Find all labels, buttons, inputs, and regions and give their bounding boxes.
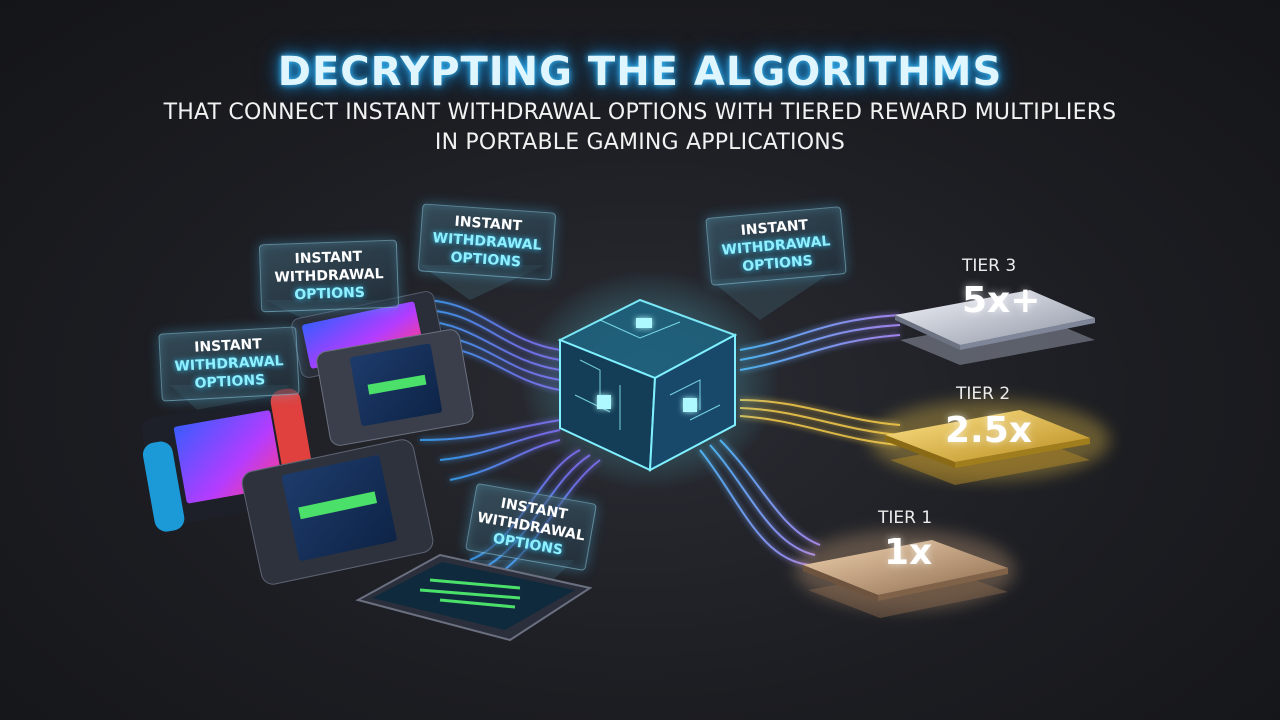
- tier-1-label: TIER 1: [878, 508, 933, 528]
- tier-2-value: 2.5x: [945, 410, 1032, 451]
- tier-2-label: TIER 2: [956, 384, 1011, 404]
- tier-1-value: 1x: [884, 532, 933, 573]
- page-title: DECRYPTING THE ALGORITHMS: [277, 49, 1003, 95]
- page-subtitle-line1: THAT CONNECT INSTANT WITHDRAWAL OPTIONS …: [163, 100, 1117, 125]
- tier-2-plate: [870, 400, 1110, 485]
- handheld-console-icon: [141, 291, 474, 585]
- data-cube-icon: [520, 270, 780, 490]
- tablet-icon: [355, 553, 593, 642]
- label-panel: INSTANT WITHDRAWAL OPTIONS: [158, 326, 300, 402]
- tier-3-value: 5x+: [962, 280, 1041, 321]
- tier-3-plate: [895, 290, 1095, 365]
- label-panel: INSTANT WITHDRAWAL OPTIONS: [705, 206, 847, 286]
- tier-1-plate: [795, 530, 1015, 618]
- label-panel: INSTANT WITHDRAWAL OPTIONS: [417, 203, 557, 281]
- page-subtitle-line2: IN PORTABLE GAMING APPLICATIONS: [434, 130, 846, 155]
- header: DECRYPTING THE ALGORITHMS THAT CONNECT I…: [0, 48, 1280, 158]
- label-panel: INSTANT WITHDRAWAL OPTIONS: [258, 239, 400, 313]
- tier-3-label: TIER 3: [962, 256, 1017, 276]
